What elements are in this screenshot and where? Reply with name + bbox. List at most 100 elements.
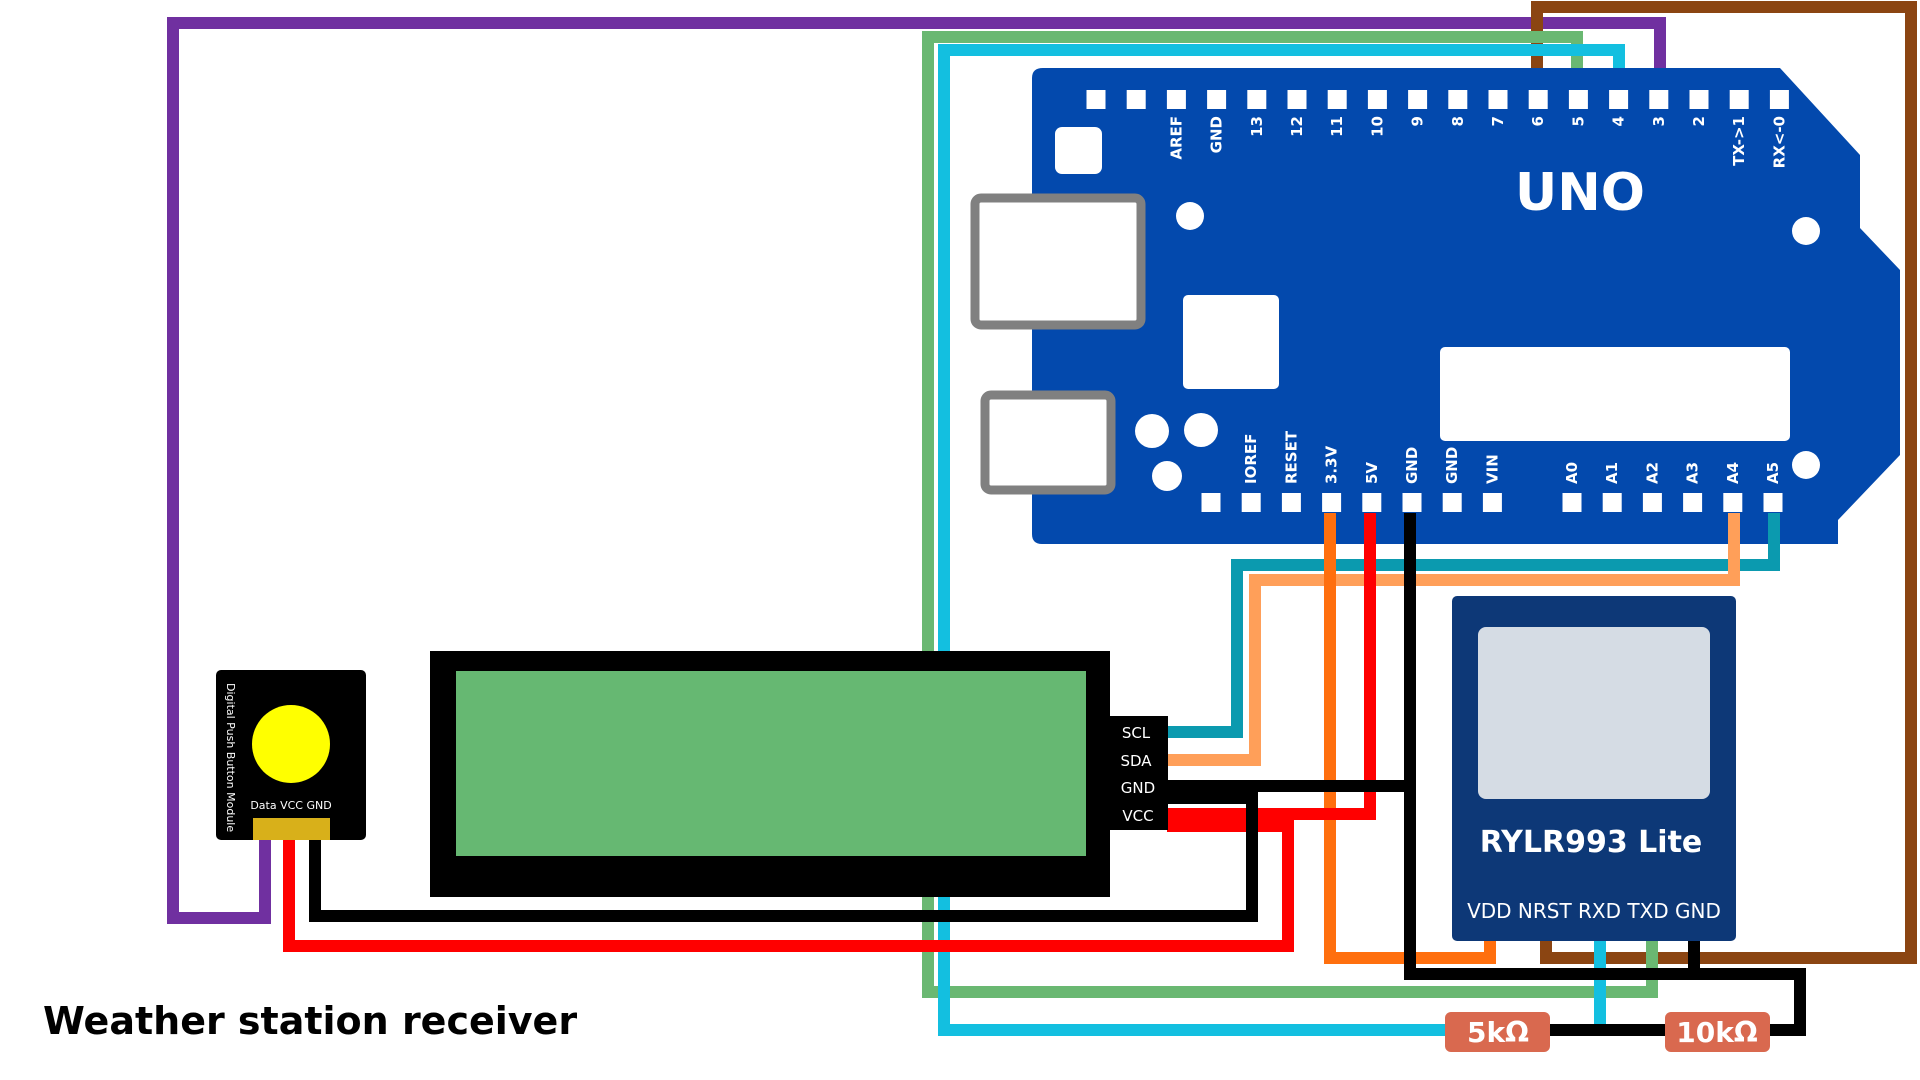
pin-label-top: 2 (1690, 116, 1708, 126)
usb-connector (970, 193, 1146, 330)
mounting-hole (1792, 217, 1820, 245)
pin-label-analog: A0 (1563, 462, 1581, 484)
lcd-pin-gnd: GND (1121, 779, 1155, 797)
wire-button-data-to-d4 (167, 17, 1666, 924)
wire-a4-to-lcd-sda (1167, 513, 1740, 766)
mounting-hole (1792, 451, 1820, 479)
lcd-pin-sda: SDA (1120, 752, 1152, 770)
resistor-5k-label: 5kΩ (1467, 1016, 1529, 1049)
pin-label-top: 6 (1529, 116, 1547, 126)
power-jack (980, 390, 1116, 495)
pin-label-analog: A3 (1684, 462, 1702, 484)
wire-5v-to-lcd-vcc (1167, 513, 1376, 820)
header-pin (1442, 493, 1462, 512)
pin-label-analog: A1 (1603, 462, 1621, 484)
button-module-title: Digital Push Button Module (224, 683, 237, 832)
wire-a5-to-lcd-scl (1167, 513, 1780, 738)
resistor-10k: 10kΩ (1665, 1012, 1770, 1052)
lcd-screen (456, 671, 1086, 856)
header-pin (1642, 493, 1662, 512)
lcd-i2c-header (1110, 716, 1168, 830)
wire-d5-to-lora-txd (922, 31, 1658, 998)
pin-label-bottom: IOREF (1242, 434, 1260, 484)
wire-gnd-to-lora-and-10k (1404, 786, 1806, 1036)
wires (167, 1, 1917, 1036)
pin-label-top: 7 (1489, 116, 1507, 126)
lora-module-name: RYLR993 Lite (1480, 825, 1703, 860)
button-pins-label: Data VCC GND (250, 799, 331, 812)
mounting-hole (1176, 202, 1204, 230)
pin-label-top: 9 (1409, 116, 1427, 126)
pin-label-top: 12 (1288, 116, 1306, 137)
pin-label-bottom: VIN (1483, 454, 1501, 484)
lora-module: RYLR993 Lite VDD NRST RXD TXD GND (1452, 596, 1736, 941)
push-button-module: Data VCC GND Digital Push Button Module (216, 670, 366, 840)
header-pin (1086, 90, 1106, 109)
header-pin (1649, 90, 1669, 109)
button-cap (252, 705, 330, 783)
pin-label-top: 4 (1610, 116, 1628, 126)
header-pin (1729, 90, 1749, 109)
header-pin (1528, 90, 1548, 109)
header-pin (1683, 493, 1703, 512)
pin-label-analog: A5 (1764, 462, 1782, 484)
header-pin (1769, 90, 1789, 109)
pin-label-bottom: 5V (1363, 462, 1381, 484)
pin-label-top: AREF (1167, 116, 1185, 160)
header-pin (1322, 493, 1342, 512)
pin-label-bottom: GND (1403, 447, 1421, 484)
pin-label-top: RX<-0 (1770, 116, 1788, 168)
resistor-5k: 5kΩ (1445, 1012, 1550, 1052)
reset-button (1055, 127, 1102, 174)
header-pin (1327, 90, 1347, 109)
pin-label-analog: A4 (1724, 462, 1742, 484)
header-pin (1367, 90, 1387, 109)
lora-shield-can (1478, 627, 1710, 799)
pin-label-top: 13 (1248, 116, 1266, 137)
header-pin (1166, 90, 1186, 109)
pin-label-analog: A2 (1643, 462, 1661, 484)
lcd-display: SCL SDA GND VCC (430, 651, 1168, 897)
wire-d4-to-5k-resistor (938, 44, 1625, 1036)
pin-label-bottom: GND (1443, 447, 1461, 484)
header-pin (1723, 493, 1743, 512)
header-pin (1568, 90, 1588, 109)
button-pin-header (253, 818, 330, 840)
header-pin (1602, 493, 1622, 512)
atmega-chip (1440, 347, 1790, 441)
pin-label-top: 5 (1569, 116, 1587, 126)
pin-label-top: 10 (1368, 116, 1386, 137)
pin-label-top: GND (1208, 116, 1226, 153)
header-pin (1287, 90, 1307, 109)
header-pin (1201, 493, 1221, 512)
capacitor (1184, 413, 1218, 447)
header-pin (1247, 90, 1267, 109)
pin-label-top: 3 (1650, 116, 1668, 126)
wire-d6-to-lora-gnd (1531, 1, 1917, 964)
header-pin (1448, 90, 1468, 109)
header-pin (1362, 493, 1382, 512)
header-pin (1402, 493, 1422, 512)
header-pin (1689, 90, 1709, 109)
diagram-caption: Weather station receiver (43, 999, 577, 1043)
microcontroller-chip (1183, 295, 1279, 389)
capacitor (1152, 461, 1182, 491)
resistor-10k-body (1665, 1012, 1770, 1052)
header-pin (1408, 90, 1428, 109)
lcd-pin-vcc: VCC (1122, 807, 1153, 825)
header-pin (1241, 493, 1261, 512)
header-pin (1488, 90, 1508, 109)
lcd-pin-scl: SCL (1122, 724, 1151, 742)
header-pin (1482, 493, 1502, 512)
header-pin (1126, 90, 1146, 109)
resistor-10k-label: 10kΩ (1676, 1016, 1758, 1049)
pin-label-top: 11 (1328, 116, 1346, 137)
header-pin (1562, 493, 1582, 512)
header-pin (1609, 90, 1629, 109)
pin-label-top: TX->1 (1730, 116, 1748, 166)
pin-label-bottom: 3.3V (1323, 445, 1341, 484)
